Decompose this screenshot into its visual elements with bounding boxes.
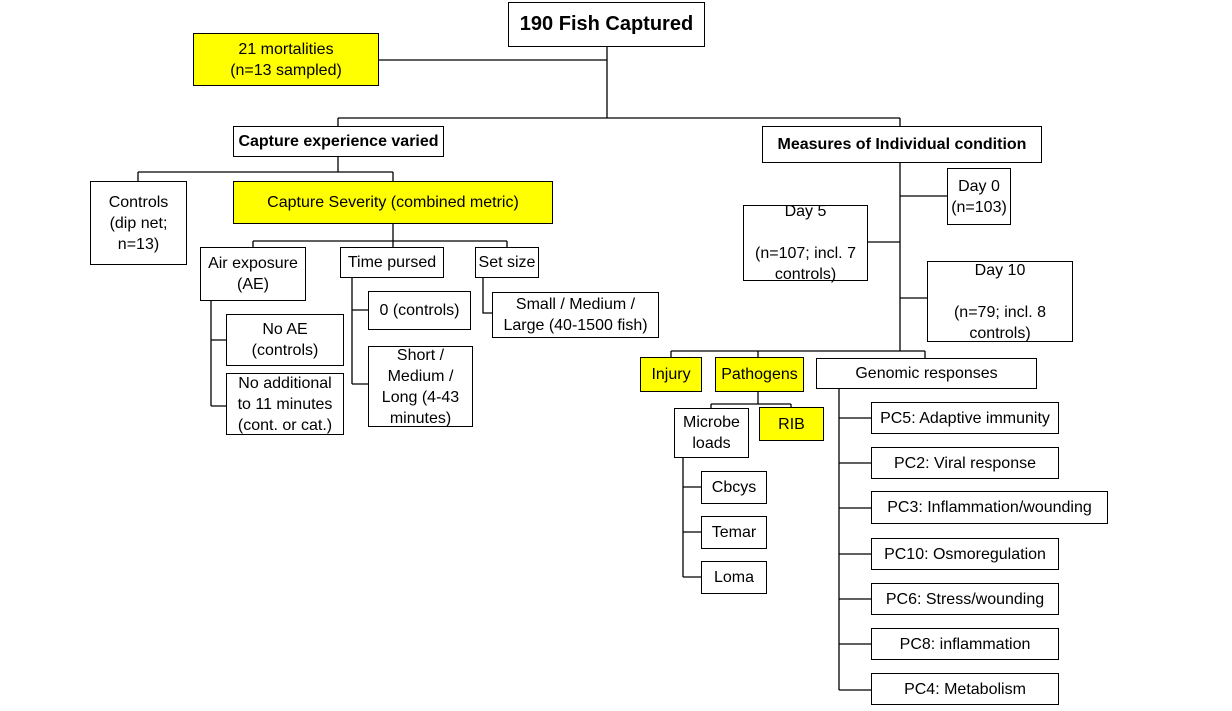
pc4-node: PC4: Metabolism xyxy=(871,673,1059,705)
day0-node: Day 0 (n=103) xyxy=(947,168,1011,225)
capture-experience-node: Capture experience varied xyxy=(233,126,444,157)
rib-node: RIB xyxy=(759,407,824,441)
pc3-node: PC3: Inflammation/wounding xyxy=(871,491,1108,524)
connector-genomic xyxy=(838,389,871,691)
air-exposure-node: Air exposure (AE) xyxy=(200,247,306,301)
no-ae-node: No AE (controls) xyxy=(226,314,344,366)
pc2-node: PC2: Viral response xyxy=(871,447,1059,479)
day5-node: Day 5 (n=107; incl. 7 controls) xyxy=(743,203,868,283)
connector-days xyxy=(868,195,947,299)
connector-set-size xyxy=(482,278,492,314)
pathogens-node: Pathogens xyxy=(715,357,804,392)
capture-severity-node: Capture Severity (combined metric) xyxy=(233,181,553,224)
loma-node: Loma xyxy=(701,561,767,594)
time-zero-node: 0 (controls) xyxy=(368,291,471,330)
connector-severity-metrics xyxy=(252,224,508,247)
set-size-node: Set size xyxy=(475,247,539,278)
microbe-loads-node: Microbe loads xyxy=(674,408,749,458)
pc6-node: PC6: Stress/wounding xyxy=(871,583,1059,615)
injury-node: Injury xyxy=(640,357,702,392)
measures-condition-node: Measures of Individual condition xyxy=(762,126,1042,163)
day10-node: Day 10 (n=79; incl. 8 controls) xyxy=(927,261,1073,342)
connector-pathogens xyxy=(710,392,792,408)
connector-capture-children xyxy=(137,157,394,181)
connector-air-exposure xyxy=(210,301,226,407)
connector-root-mortalities xyxy=(378,47,608,118)
time-pursed-node: Time pursed xyxy=(340,247,444,278)
connector-microbes xyxy=(682,458,701,578)
pc8-node: PC8: inflammation xyxy=(871,628,1059,660)
pc5-node: PC5: Adaptive immunity xyxy=(871,402,1059,434)
connector-measures-children xyxy=(670,350,926,358)
cbcys-node: Cbcys xyxy=(701,471,767,504)
connector-time-pursed xyxy=(351,278,368,385)
set-size-levels-node: Small / Medium / Large (40-1500 fish) xyxy=(492,292,659,338)
mortalities-node: 21 mortalities (n=13 sampled) xyxy=(193,33,379,86)
temar-node: Temar xyxy=(701,516,767,549)
connector-root-branches xyxy=(337,117,901,126)
pc10-node: PC10: Osmoregulation xyxy=(871,538,1059,570)
no-additional-node: No additional to 11 minutes (cont. or ca… xyxy=(226,373,344,435)
genomic-responses-node: Genomic responses xyxy=(816,358,1037,389)
root-node: 190 Fish Captured xyxy=(508,2,705,47)
time-levels-node: Short / Medium / Long (4-43 minutes) xyxy=(368,346,473,427)
controls-node: Controls (dip net; n=13) xyxy=(90,181,187,265)
